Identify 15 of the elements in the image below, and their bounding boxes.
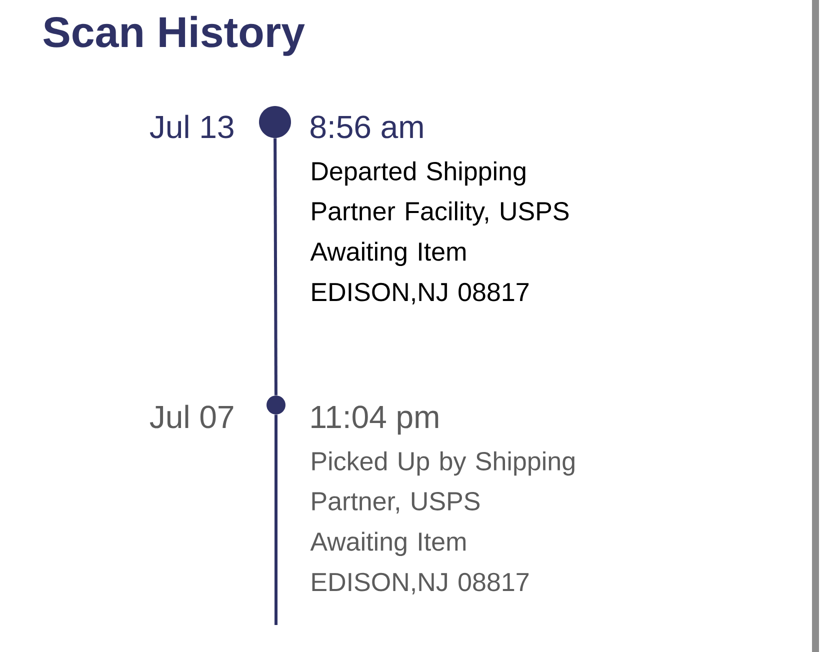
heading: Scan History: [43, 16, 305, 56]
timeline-dot: [259, 106, 291, 138]
status-text: Awaiting Item: [310, 242, 466, 266]
timeline-line: [274, 414, 278, 625]
timeline-dot: [266, 396, 286, 414]
status-text: Awaiting Item: [310, 532, 466, 556]
event-description: Departed Shipping Partner Facility, USPS: [312, 161, 569, 226]
location-text: EDISON,NJ 08817: [312, 282, 529, 304]
time-label: 8:56 am: [310, 116, 423, 138]
timeline-line: [274, 138, 278, 396]
date-label: Jul 07: [150, 404, 234, 428]
location-text: EDISON,NJ 08817: [312, 572, 529, 594]
event-description: Picked Up by Shipping Partner, USPS: [312, 451, 574, 514]
time-label: 11:04 pm: [312, 406, 438, 435]
date-label: Jul 13: [150, 114, 234, 138]
